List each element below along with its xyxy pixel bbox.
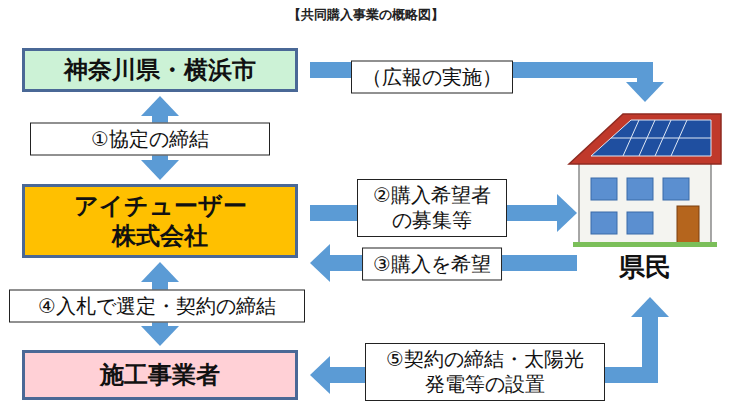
contractor-box: 施工事業者 [22, 350, 298, 400]
house-illustration [565, 98, 725, 248]
edge-label: ⑤契約の締結・太陽光 発電等の設置 [365, 343, 605, 401]
arrow-head [557, 194, 577, 232]
arrow-head [310, 356, 330, 394]
arrow-head [626, 82, 664, 102]
company-box: アイチューザー 株式会社 [22, 184, 298, 258]
arrow-head [141, 262, 179, 282]
resident-node: 県民 [565, 98, 725, 293]
arrow-head [310, 244, 330, 282]
arrow-head [631, 297, 669, 317]
arrow-head [141, 96, 179, 116]
edge-label: ④入札で選定・契約の締結 [9, 290, 305, 323]
node-text: 県民 [619, 250, 671, 285]
arrow-head [141, 326, 179, 346]
diagram-title: 【共同購入事業の概略図】 [0, 6, 731, 24]
arrow-head [141, 160, 179, 180]
agency-box: 神奈川県・横浜市 [22, 48, 298, 92]
edge-label: ②購入希望者 の募集等 [357, 179, 507, 237]
node-text: 施工事業者 [92, 358, 228, 392]
edge-label: （広報の実施） [351, 61, 513, 94]
flow-arrow [310, 244, 577, 282]
node-text: アイチューザー 株式会社 [25, 189, 295, 253]
edge-label: ①協定の締結 [30, 123, 270, 156]
node-text: 神奈川県・横浜市 [56, 53, 264, 87]
edge-label: ③購入を希望 [362, 248, 502, 281]
